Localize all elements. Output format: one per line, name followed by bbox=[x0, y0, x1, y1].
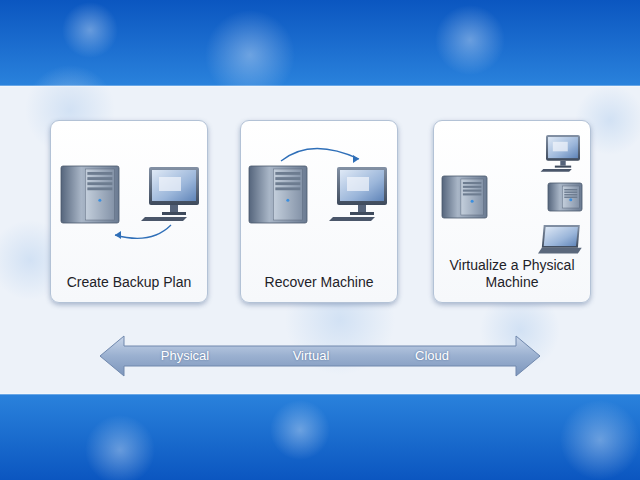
arrow-label: Virtual bbox=[293, 348, 330, 364]
computer-illustration bbox=[241, 121, 399, 254]
computer-illustration bbox=[51, 121, 209, 254]
arrow-label: Cloud bbox=[415, 348, 449, 364]
arrow-label: Physical bbox=[161, 348, 209, 364]
computer-illustration bbox=[434, 121, 592, 254]
card-title: Virtualize a Physical Machine bbox=[440, 257, 584, 291]
card-title: Create Backup Plan bbox=[67, 274, 192, 291]
process-card: Virtualize a Physical Machine bbox=[433, 120, 591, 303]
double-arrow bbox=[100, 336, 540, 376]
process-card: Create Backup Plan bbox=[50, 120, 208, 303]
process-card: Recover Machine bbox=[240, 120, 398, 303]
card-title: Recover Machine bbox=[265, 274, 374, 291]
